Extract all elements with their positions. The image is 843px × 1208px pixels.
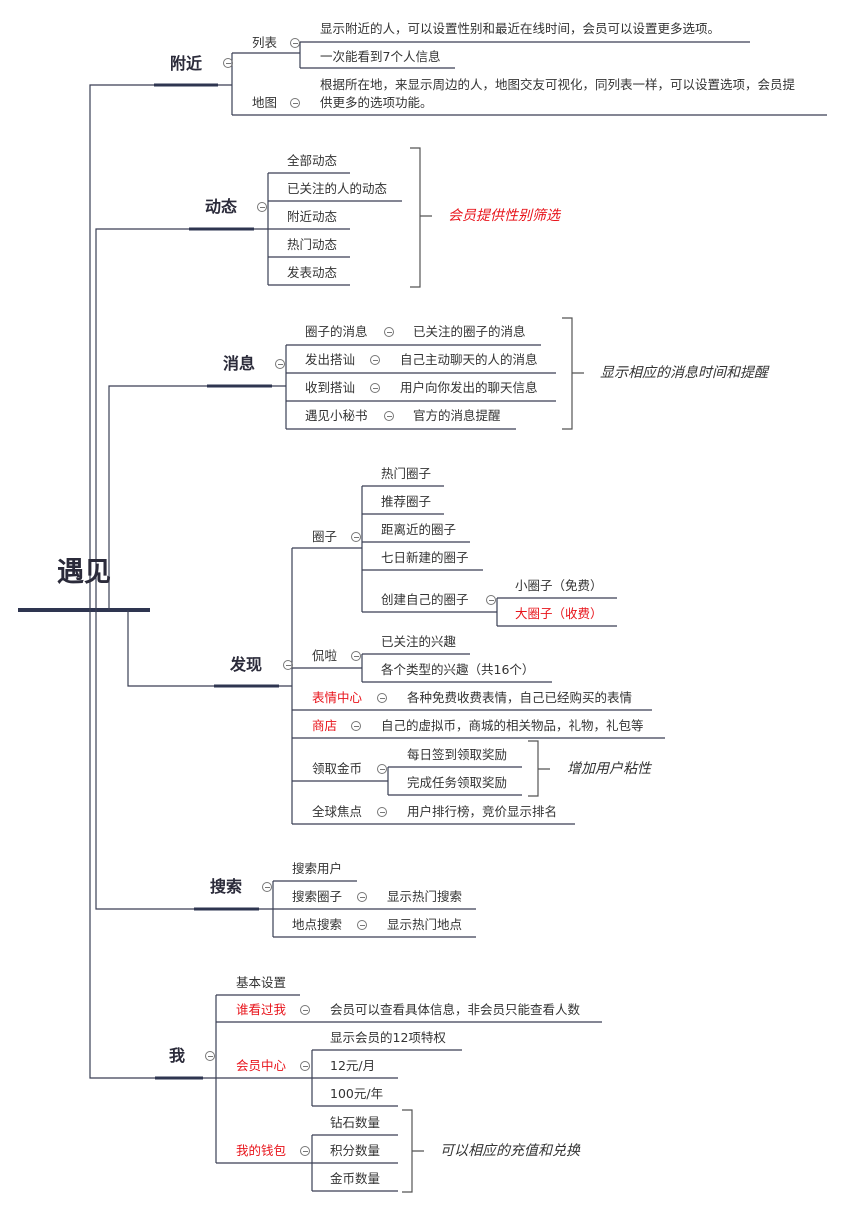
- collapse-icon[interactable]: [283, 660, 293, 670]
- collapse-icon[interactable]: [377, 693, 387, 703]
- node-shop[interactable]: 商店: [312, 718, 338, 733]
- node-search-user[interactable]: 搜索用户: [292, 861, 343, 876]
- topic-discover[interactable]: 发现: [229, 655, 263, 674]
- node-feed-item[interactable]: 附近动态: [287, 209, 338, 224]
- node-message[interactable]: 圈子的消息: [305, 324, 368, 339]
- collapse-icon[interactable]: [290, 38, 300, 48]
- node-circle-item[interactable]: 距离近的圈子: [381, 522, 457, 537]
- node-vip[interactable]: 会员中心: [236, 1058, 287, 1073]
- node-vip-item[interactable]: 100元/年: [330, 1086, 384, 1101]
- collapse-icon[interactable]: [262, 882, 272, 892]
- node-map-desc-1[interactable]: 根据所在地，来显示周边的人，地图交友可视化，同列表一样，可以设置选项，会员提: [320, 77, 796, 92]
- collapse-icon[interactable]: [351, 532, 361, 542]
- root-topic[interactable]: 遇见: [57, 557, 111, 588]
- collapse-icon[interactable]: [300, 1061, 310, 1071]
- node-wallet-item[interactable]: 积分数量: [330, 1143, 381, 1158]
- messages-note[interactable]: 显示相应的消息时间和提醒: [600, 365, 768, 381]
- collapse-icon[interactable]: [370, 383, 380, 393]
- node-big-circle[interactable]: 大圈子（收费）: [515, 606, 603, 621]
- node-list-count[interactable]: 一次能看到7个人信息: [320, 49, 441, 64]
- node-message-desc[interactable]: 官方的消息提醒: [413, 408, 501, 423]
- node-emoji[interactable]: 表情中心: [312, 690, 363, 705]
- collapse-icon[interactable]: [275, 359, 285, 369]
- node-message[interactable]: 收到搭讪: [305, 380, 356, 395]
- node-chat[interactable]: 侃啦: [312, 648, 338, 663]
- node-circle-item[interactable]: 推荐圈子: [381, 494, 432, 509]
- coins-note[interactable]: 增加用户粘性: [567, 761, 651, 777]
- node-feed-item[interactable]: 热门动态: [287, 237, 338, 252]
- node-visitors-desc[interactable]: 会员可以查看具体信息，非会员只能查看人数: [330, 1002, 581, 1017]
- collapse-icon[interactable]: [205, 1051, 215, 1061]
- collapse-icon[interactable]: [384, 411, 394, 421]
- feed-note[interactable]: 会员提供性别筛选: [448, 208, 560, 224]
- wallet-note[interactable]: 可以相应的充值和兑换: [440, 1143, 580, 1159]
- node-search-place-desc[interactable]: 显示热门地点: [387, 917, 463, 932]
- node-map[interactable]: 地图: [252, 95, 278, 110]
- collapse-icon[interactable]: [384, 327, 394, 337]
- collapse-icon[interactable]: [290, 98, 300, 108]
- node-settings[interactable]: 基本设置: [236, 975, 287, 990]
- node-search-place[interactable]: 地点搜索: [292, 917, 343, 932]
- node-emoji-desc[interactable]: 各种免费收费表情，自己已经购买的表情: [407, 690, 633, 705]
- node-small-circle[interactable]: 小圈子（免费）: [515, 578, 603, 593]
- node-circles[interactable]: 圈子: [312, 529, 338, 544]
- collapse-icon[interactable]: [377, 807, 387, 817]
- node-shop-desc[interactable]: 自己的虚拟币，商城的相关物品，礼物，礼包等: [381, 718, 644, 733]
- collapse-icon[interactable]: [357, 892, 367, 902]
- node-coins-item[interactable]: 每日签到领取奖励: [407, 747, 508, 762]
- node-message-desc[interactable]: 已关注的圈子的消息: [413, 324, 526, 339]
- collapse-icon[interactable]: [357, 920, 367, 930]
- node-vip-item[interactable]: 12元/月: [330, 1058, 376, 1073]
- node-wallet-item[interactable]: 钻石数量: [330, 1115, 381, 1130]
- node-circle-item[interactable]: 热门圈子: [381, 466, 432, 481]
- node-wallet-item[interactable]: 金币数量: [330, 1171, 381, 1186]
- collapse-icon[interactable]: [351, 721, 361, 731]
- collapse-icon[interactable]: [351, 651, 361, 661]
- node-circle-item[interactable]: 七日新建的圈子: [381, 550, 469, 565]
- node-search-circle[interactable]: 搜索圈子: [292, 889, 343, 904]
- collapse-icon[interactable]: [370, 355, 380, 365]
- node-list[interactable]: 列表: [252, 35, 278, 50]
- node-feed-item[interactable]: 全部动态: [287, 153, 338, 168]
- topic-messages[interactable]: 消息: [222, 354, 256, 373]
- node-message[interactable]: 遇见小秘书: [305, 408, 368, 423]
- node-coins[interactable]: 领取金币: [312, 761, 363, 776]
- topic-nearby[interactable]: 附近: [169, 54, 203, 73]
- node-message-desc[interactable]: 自己主动聊天的人的消息: [400, 352, 538, 367]
- node-search-circle-desc[interactable]: 显示热门搜索: [387, 889, 463, 904]
- node-message[interactable]: 发出搭讪: [305, 352, 356, 367]
- collapse-icon[interactable]: [300, 1146, 310, 1156]
- node-coins-item[interactable]: 完成任务领取奖励: [407, 775, 508, 790]
- collapse-icon[interactable]: [257, 202, 267, 212]
- node-chat-item[interactable]: 各个类型的兴趣（共16个）: [381, 662, 535, 677]
- topic-search[interactable]: 搜索: [209, 877, 243, 896]
- node-message-desc[interactable]: 用户向你发出的聊天信息: [400, 380, 538, 395]
- topic-feed[interactable]: 动态: [204, 197, 238, 216]
- node-feed-item[interactable]: 已关注的人的动态: [287, 181, 388, 196]
- collapse-icon[interactable]: [377, 764, 387, 774]
- node-list-desc[interactable]: 显示附近的人，可以设置性别和最近在线时间，会员可以设置更多选项。: [320, 21, 721, 36]
- node-vip-item[interactable]: 显示会员的12项特权: [330, 1030, 446, 1045]
- node-focus-desc[interactable]: 用户排行榜，竞价显示排名: [407, 804, 558, 819]
- node-wallet[interactable]: 我的钱包: [236, 1143, 287, 1158]
- node-visitors[interactable]: 谁看过我: [236, 1002, 287, 1017]
- node-chat-item[interactable]: 已关注的兴趣: [381, 634, 457, 649]
- node-focus[interactable]: 全球焦点: [312, 804, 363, 819]
- collapse-icon[interactable]: [486, 595, 496, 605]
- collapse-icon[interactable]: [300, 1005, 310, 1015]
- node-feed-item[interactable]: 发表动态: [287, 265, 338, 280]
- topic-me[interactable]: 我: [168, 1046, 186, 1065]
- collapse-icon[interactable]: [223, 58, 233, 68]
- node-map-desc-2[interactable]: 供更多的选项功能。: [320, 95, 433, 110]
- node-create-circle[interactable]: 创建自己的圈子: [381, 592, 469, 607]
